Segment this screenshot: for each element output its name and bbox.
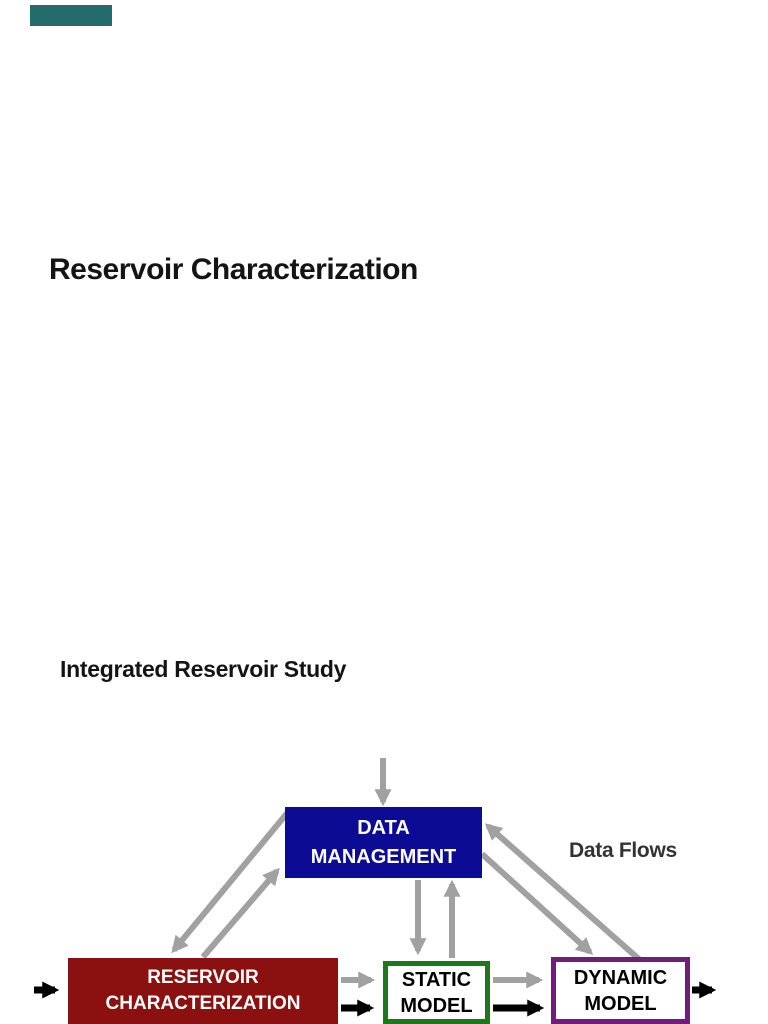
static-model-box: STATIC MODEL: [383, 961, 490, 1024]
reservoir-label-line2: CHARACTERIZATION: [105, 993, 301, 1014]
slide-corner-mark: [30, 5, 112, 26]
data-flows-label: Data Flows: [569, 839, 677, 862]
dynamic-model-label-line2: MODEL: [584, 992, 657, 1015]
section-title: Integrated Reservoir Study: [60, 656, 347, 682]
static-model-label-line1: STATIC: [401, 968, 472, 991]
diagram-arrows: [34, 758, 717, 1017]
data-management-label-line2: MANAGEMENT: [310, 845, 457, 868]
arrow-reservoir-to-data-management: [200, 867, 280, 959]
data-management-box: DATA MANAGEMENT: [285, 807, 482, 878]
arrow-data-management-to-dynamic: [479, 851, 594, 955]
dynamic-model-box: DYNAMIC MODEL: [551, 957, 690, 1024]
slide-title: Reservoir Characterization: [49, 253, 418, 286]
reservoir-characterization-box: RESERVOIR CHARACTERIZATION: [68, 958, 338, 1024]
arrow-dynamic-to-data-management: [484, 823, 642, 963]
static-model-label-line2: MODEL: [400, 994, 473, 1017]
data-management-label-line1: DATA: [357, 816, 410, 839]
arrow-data-management-to-reservoir: [171, 810, 291, 954]
dynamic-model-label-line1: DYNAMIC: [573, 966, 668, 989]
reservoir-label-line1: RESERVOIR: [147, 967, 259, 988]
data-flows-diagram: DATA MANAGEMENT Data Flows RESERVOIR CHA…: [0, 740, 768, 1024]
